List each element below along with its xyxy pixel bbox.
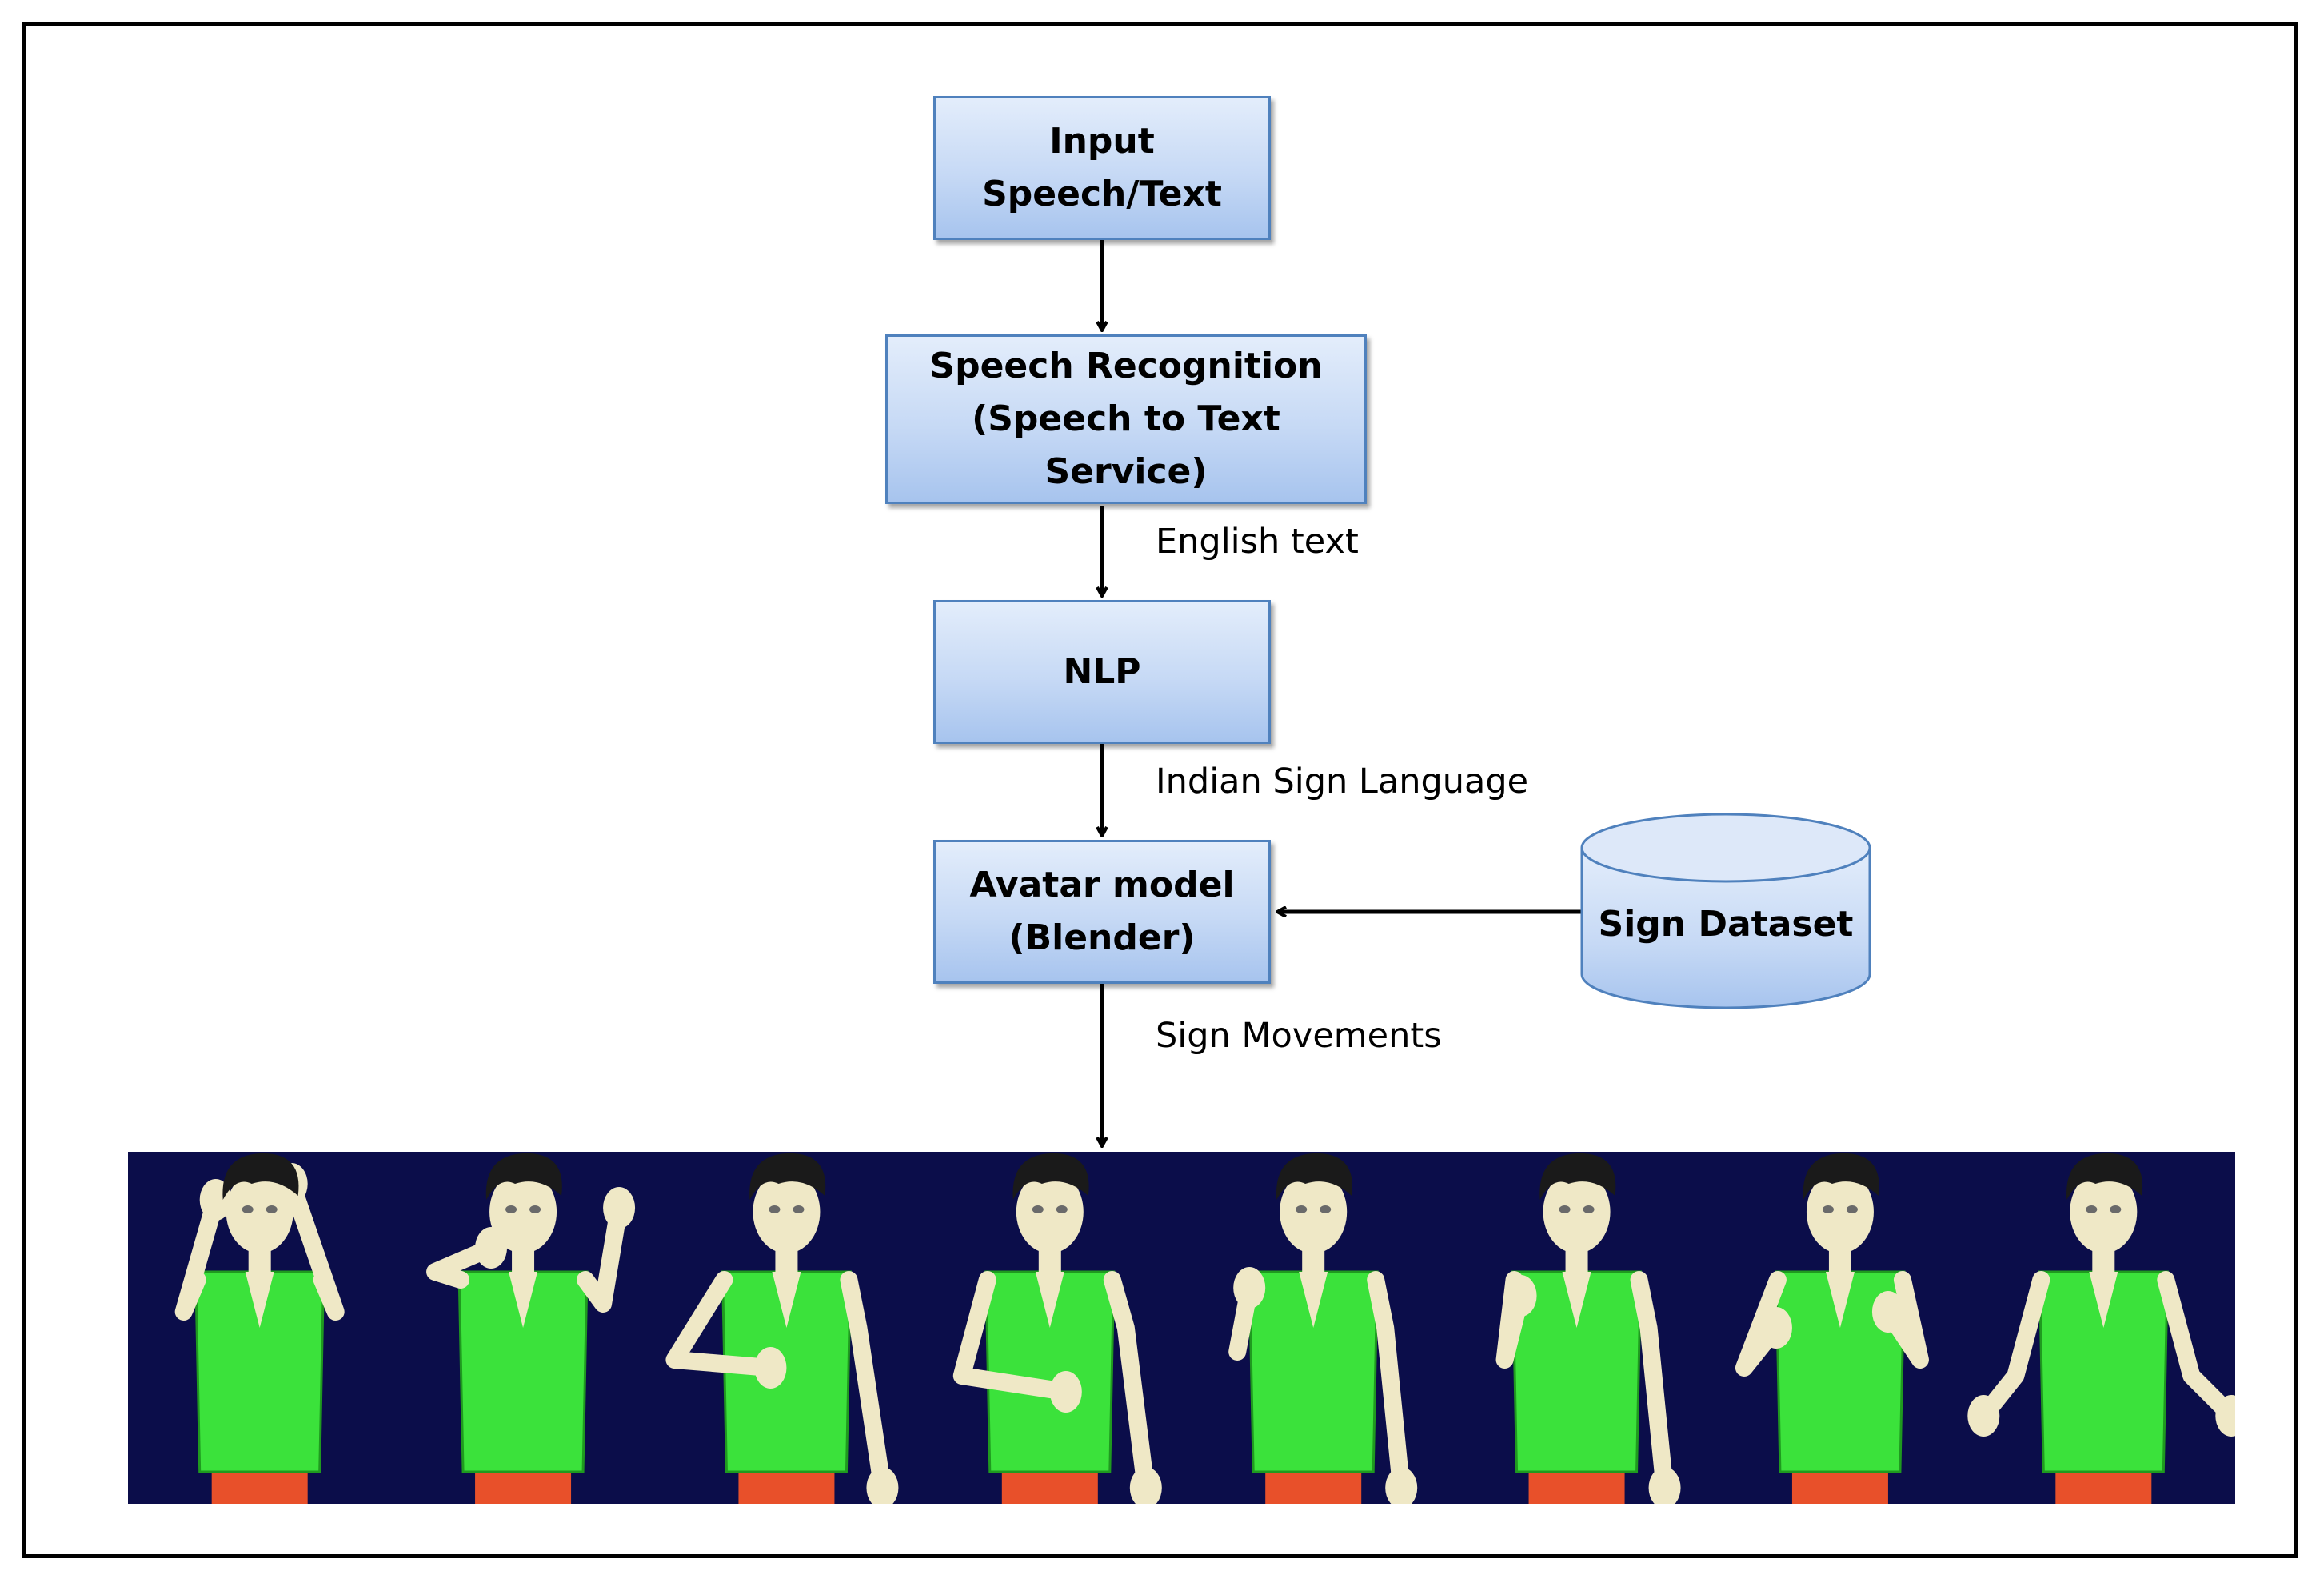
avatar-frame xyxy=(1495,1153,1681,1504)
nlp-label: NLP xyxy=(1063,651,1141,692)
nlp-box: NLP xyxy=(933,600,1271,744)
avatar-frame xyxy=(1735,1153,1929,1504)
speech-recognition-box: Speech Recognition (Speech to Text Servi… xyxy=(885,334,1367,504)
avatar-frame xyxy=(952,1153,1162,1504)
sign-avatar-strip xyxy=(128,1152,2235,1504)
avatar-frame xyxy=(174,1153,345,1504)
sign-dataset-label: Sign Dataset xyxy=(1598,904,1854,945)
speech-recognition-label: Speech Recognition (Speech to Text Servi… xyxy=(929,346,1323,492)
avatar-frame xyxy=(665,1153,899,1504)
avatar-model-label: Avatar model (Blender) xyxy=(969,865,1235,958)
avatar-frame xyxy=(1967,1153,2235,1504)
edge-label-english-text: English text xyxy=(1156,522,1359,562)
avatar-frame xyxy=(426,1153,636,1504)
input-box-label: Input Speech/Text xyxy=(982,121,1222,214)
avatar-model-box: Avatar model (Blender) xyxy=(933,840,1271,984)
input-speech-text-box: Input Speech/Text xyxy=(933,96,1271,240)
edge-label-indian-sign-language: Indian Sign Language xyxy=(1156,762,1529,801)
avatar-frame xyxy=(1228,1153,1418,1504)
edge-label-sign-movements: Sign Movements xyxy=(1156,1016,1442,1056)
